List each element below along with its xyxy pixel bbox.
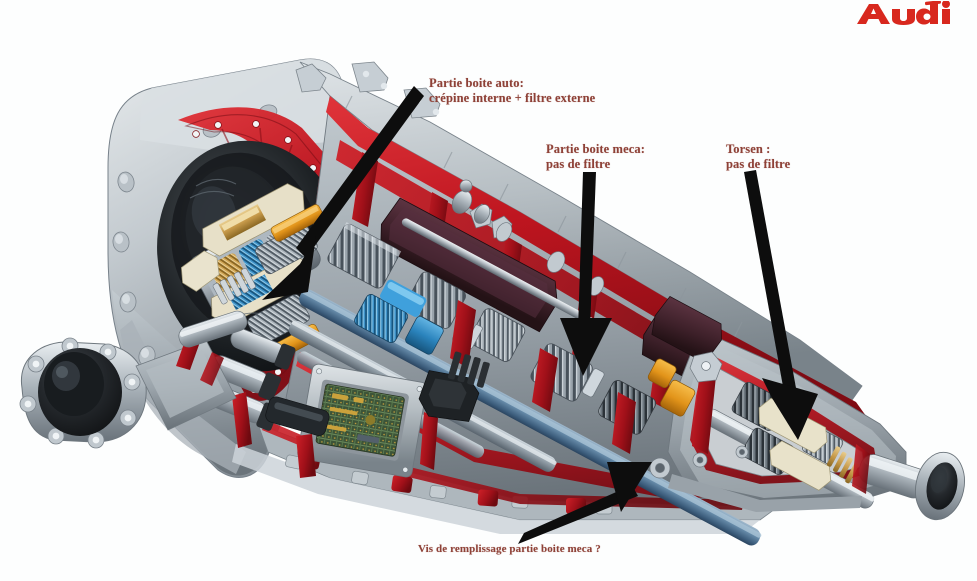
annotation-torsen: Torsen : pas de filtre bbox=[726, 142, 790, 172]
parking-pawl-assembly bbox=[647, 296, 723, 417]
annotation-vis-de-remplissage: Vis de remplissage partie boite meca ? bbox=[418, 542, 601, 557]
audi-wordmark bbox=[857, 1, 950, 25]
output-flange-left bbox=[19, 310, 248, 449]
annotation-line-1: Vis de remplissage partie boite meca ? bbox=[418, 543, 601, 555]
annotation-line-1: Partie boite auto: bbox=[429, 76, 524, 90]
annotation-line-1: Torsen : bbox=[726, 142, 771, 156]
annotation-line-1: Partie boite meca: bbox=[546, 142, 645, 156]
annotation-partie-boite-meca: Partie boite meca: pas de filtre bbox=[546, 142, 645, 172]
annotation-line-2: crépine interne + filtre externe bbox=[429, 91, 596, 105]
annotation-line-2: pas de filtre bbox=[726, 157, 791, 171]
mechanical-gearset bbox=[327, 179, 737, 454]
annotation-line-2: pas de filtre bbox=[546, 157, 611, 171]
case-hardware bbox=[495, 222, 749, 479]
mechatronic-valve-body bbox=[207, 328, 490, 478]
solenoid-pack bbox=[207, 328, 330, 436]
annotation-partie-boite-auto: Partie boite auto: crépine interne + fil… bbox=[429, 76, 595, 106]
